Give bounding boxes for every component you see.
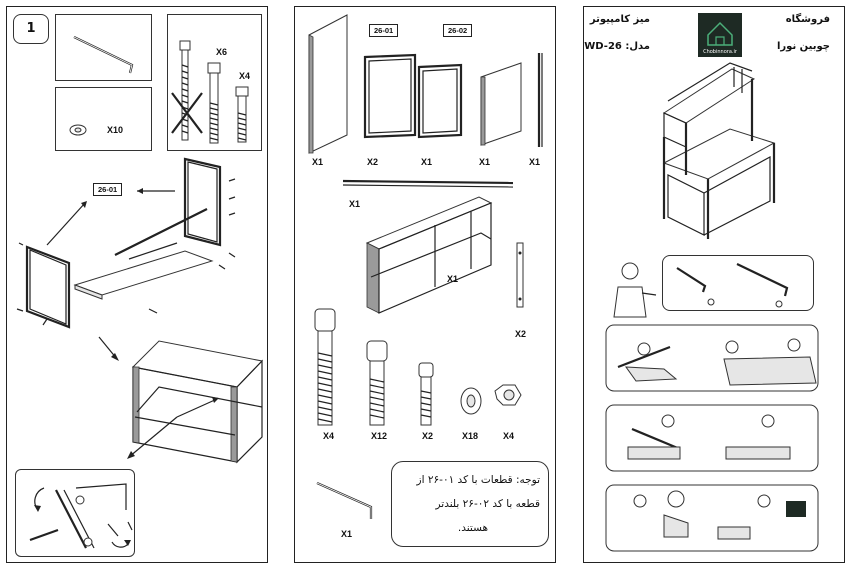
note-line-2: قطعه با کد ۰۲-۲۶ بلندتر <box>435 498 540 510</box>
frame-code-label: 26-01 <box>93 183 123 196</box>
tools-needed-box <box>662 255 814 311</box>
allen-key-icon <box>73 36 134 74</box>
bolt-icons <box>171 40 249 144</box>
bolt-long-quantity: X4 <box>323 431 335 441</box>
product-name: میز کامپیوتر <box>589 14 650 25</box>
bolt-medium-quantity: X12 <box>371 431 388 441</box>
call-store-for-help <box>605 484 819 552</box>
step-number: 1 <box>26 21 36 36</box>
side-panel-quantity: X1 <box>312 157 324 167</box>
bolt-long-quantity: X6 <box>216 47 228 57</box>
store-logo: Chobinnora.ir <box>698 13 742 57</box>
bolt-short-icon <box>235 86 249 143</box>
detail-inset-box <box>15 469 135 557</box>
assembly-exploded-diagram <box>16 157 263 464</box>
allen-keys-icon <box>676 263 789 308</box>
note-line-1: توجه: قطعات با کد ۰۱-۲۶ از <box>416 474 540 486</box>
small-panel-quantity: X1 <box>479 157 491 167</box>
bolt-short-quantity: X4 <box>239 71 251 81</box>
cover-illustrations <box>662 62 776 239</box>
frame-26-02-quantity: X1 <box>421 157 433 167</box>
washer-quantity: X18 <box>462 431 479 441</box>
instruction-page-step-1: 1 X10 <box>6 6 268 563</box>
frame-26-01-quantity: X2 <box>367 157 379 167</box>
bolt-crossed-icon <box>171 40 203 141</box>
person-icons <box>605 262 819 552</box>
model-number: مدل: WD-26 <box>584 41 650 52</box>
logo-text: Chobinnora.ir <box>703 49 737 55</box>
parts-diagram <box>308 14 543 519</box>
store-label: فروشگاه <box>785 14 830 25</box>
code-label-26-01: 26-01 <box>369 24 399 37</box>
bolts-box: X6 X4 <box>167 14 262 151</box>
rod-quantity: X1 <box>529 157 541 167</box>
washer-box: X10 <box>55 87 152 151</box>
washer-icon <box>69 124 87 136</box>
allen-key-quantity: X1 <box>341 529 353 539</box>
code-label-26-02: 26-02 <box>443 24 473 37</box>
note-box: توجه: قطعات با کد ۰۱-۲۶ از قطعه با کد ۰۲… <box>391 461 549 547</box>
bolt-long-icon <box>207 62 221 144</box>
rail-quantity: X1 <box>349 199 361 209</box>
do-not-assemble-on-hard-floor <box>605 324 819 392</box>
person-reading-icon <box>613 262 657 318</box>
parts-list-page: 26-01 26-02 X1 X2 X1 X1 X1 X1 X1 X2 X4 X… <box>294 6 556 563</box>
step-number-badge: 1 <box>13 14 49 44</box>
store-name: چوبین نورا <box>776 41 830 52</box>
shelf-unit-quantity: X1 <box>447 274 459 284</box>
computer-desk-illustration <box>662 62 776 239</box>
house-logo-icon <box>707 21 733 46</box>
use-protective-surface <box>605 404 819 472</box>
cover-page: فروشگاه چوبین نورا میز کامپیوتر مدل: WD-… <box>583 6 845 563</box>
bolt-short-quantity: X2 <box>422 431 434 441</box>
detail-inset-diagram <box>29 483 133 549</box>
nut-quantity: X4 <box>503 431 515 441</box>
note-line-3: هستند. <box>457 522 488 534</box>
allen-key-box <box>55 14 152 81</box>
washer-quantity: X10 <box>107 125 124 135</box>
bracket-quantity: X2 <box>515 329 527 339</box>
